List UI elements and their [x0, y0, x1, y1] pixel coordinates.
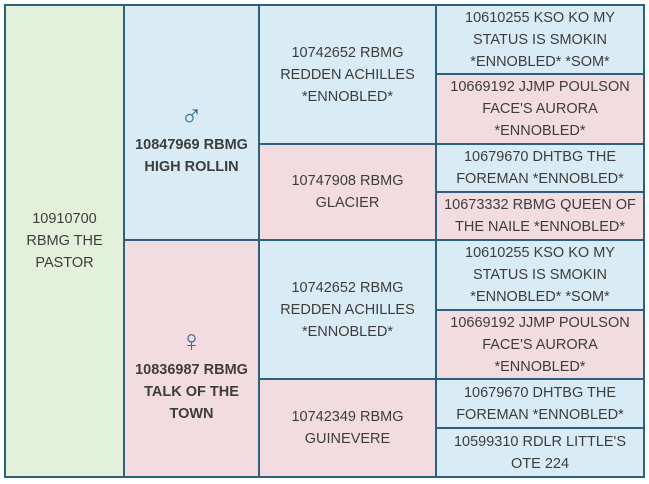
sire-dam-sire-name: 10679670 DHTBG THE FOREMAN *ENNOBLED*	[456, 149, 624, 187]
dam-dam-dam-name: 10599310 RDLR LITTLE'S OTE 224	[453, 433, 627, 472]
sire-name: 10847969 RBMG HIGH ROLLIN	[135, 136, 248, 175]
sire-dam-dam-name: 10673332 RBMG QUEEN OF THE NAILE *ENNOBL…	[444, 197, 636, 235]
sire-sire-sire-name: 10610255 KSO KO MY STATUS IS SMOKIN *ENN…	[465, 9, 615, 70]
sire-sire-cell: 10742652 RBMG REDDEN ACHILLES *ENNOBLED*	[258, 4, 437, 145]
dam-sire-dam-name: 10669192 JJMP POULSON FACE'S AURORA *ENN…	[450, 314, 630, 375]
dam-sire-dam-cell: 10669192 JJMP POULSON FACE'S AURORA *ENN…	[435, 309, 645, 380]
dam-sire-sire-cell: 10610255 KSO KO MY STATUS IS SMOKIN *ENN…	[435, 239, 645, 311]
male-symbol-icon: ♂	[180, 99, 203, 133]
sire-dam-dam-cell: 10673332 RBMG QUEEN OF THE NAILE *ENNOBL…	[435, 191, 645, 241]
dam-dam-sire-name: 10679670 DHTBG THE FOREMAN *ENNOBLED*	[456, 384, 624, 423]
sire-sire-name: 10742652 RBMG REDDEN ACHILLES *ENNOBLED*	[280, 44, 415, 105]
dam-dam-cell: 10742349 RBMG GUINEVERE	[258, 378, 437, 478]
dam-sire-name: 10742652 RBMG REDDEN ACHILLES *ENNOBLED*	[280, 279, 415, 340]
dam-dam-name: 10742349 RBMG GUINEVERE	[291, 409, 404, 447]
sire-sire-dam-name: 10669192 JJMP POULSON FACE'S AURORA *ENN…	[450, 79, 630, 139]
dam-sire-sire-name: 10610255 KSO KO MY STATUS IS SMOKIN *ENN…	[465, 245, 615, 305]
dam-sire-cell: 10742652 RBMG REDDEN ACHILLES *ENNOBLED*	[258, 239, 437, 380]
female-symbol-icon: ♀	[180, 324, 203, 358]
subject-name: 10910700 RBMG THE PASTOR	[26, 211, 103, 271]
dam-dam-sire-cell: 10679670 DHTBG THE FOREMAN *ENNOBLED*	[435, 378, 645, 429]
pedigree-chart: 10910700 RBMG THE PASTOR ♂ 10847969 RBMG…	[4, 4, 645, 478]
dam-dam-dam-cell: 10599310 RDLR LITTLE'S OTE 224	[435, 427, 645, 478]
sire-dam-name: 10747908 RBMG GLACIER	[291, 173, 404, 211]
sire-cell: ♂ 10847969 RBMG HIGH ROLLIN	[123, 4, 260, 241]
subject-cell: 10910700 RBMG THE PASTOR	[4, 4, 125, 478]
sire-sire-dam-cell: 10669192 JJMP POULSON FACE'S AURORA *ENN…	[435, 73, 645, 145]
sire-sire-sire-cell: 10610255 KSO KO MY STATUS IS SMOKIN *ENN…	[435, 4, 645, 75]
sire-dam-cell: 10747908 RBMG GLACIER	[258, 143, 437, 241]
sire-dam-sire-cell: 10679670 DHTBG THE FOREMAN *ENNOBLED*	[435, 143, 645, 193]
dam-cell: ♀ 10836987 RBMG TALK OF THE TOWN	[123, 239, 260, 478]
dam-name: 10836987 RBMG TALK OF THE TOWN	[135, 361, 248, 422]
